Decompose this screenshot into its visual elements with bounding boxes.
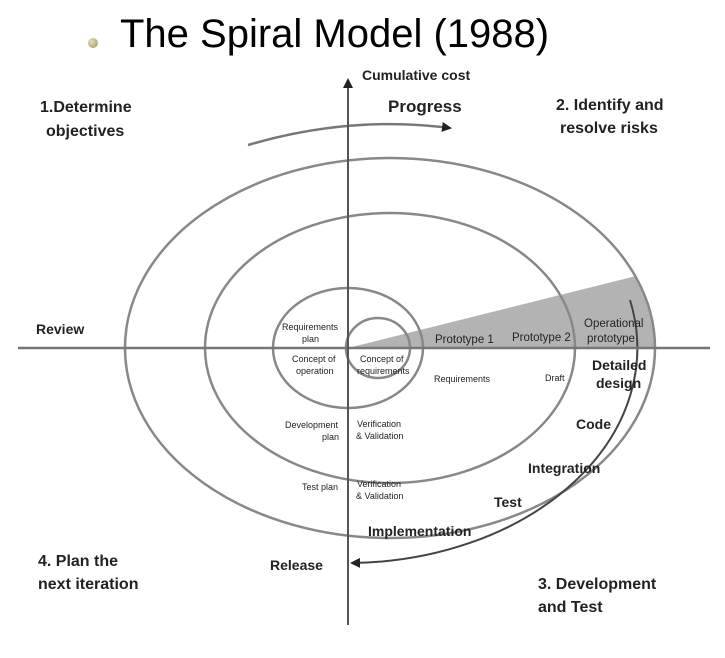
- code-label: Code: [576, 416, 611, 432]
- test-label: Test: [494, 494, 522, 510]
- verification-2-line-1: Verification: [357, 479, 401, 489]
- slide-title: The Spiral Model (1988): [120, 12, 550, 56]
- quadrant-4-line-1: 4. Plan the: [38, 553, 118, 570]
- requirements-plan-line-2: plan: [302, 334, 319, 344]
- operational-prototype-line-2: prototype: [587, 333, 635, 345]
- concept-of-operation-line-1: Concept of: [292, 354, 336, 364]
- detailed-design-line-2: design: [596, 375, 641, 391]
- test-plan-label: Test plan: [302, 482, 338, 492]
- quadrant-1-line-1: 1.Determine: [40, 99, 132, 116]
- quadrant-4-line-2: next iteration: [38, 576, 138, 593]
- prototype-2-label: Prototype 2: [512, 332, 571, 344]
- risk-analysis-wedge: [348, 260, 655, 348]
- title-bullet: [88, 38, 98, 48]
- integration-label: Integration: [528, 460, 600, 476]
- quadrant-3-line-1: 3. Development: [538, 576, 657, 593]
- concept-of-requirements-line-1: Concept of: [360, 354, 404, 364]
- x-axis-label: Review: [36, 321, 84, 337]
- verification-2-line-2: & Validation: [356, 491, 403, 501]
- requirements-label: Requirements: [434, 374, 491, 384]
- quadrant-2-line-1: 2. Identify and: [556, 97, 664, 114]
- release-label: Release: [270, 557, 323, 573]
- implementation-label: Implementation: [368, 523, 471, 539]
- prototype-1-label: Prototype 1: [435, 334, 494, 346]
- quadrant-3-line-2: and Test: [538, 599, 603, 616]
- concept-of-requirements-line-2: requirements: [357, 366, 410, 376]
- progress-label: Progress: [388, 97, 462, 116]
- development-plan-line-2: plan: [322, 432, 339, 442]
- progress-arrow: [247, 122, 452, 147]
- release-arc: [350, 299, 639, 568]
- detailed-design-line-1: Detailed: [592, 357, 646, 373]
- y-axis-label: Cumulative cost: [362, 67, 470, 83]
- concept-of-operation-line-2: operation: [296, 366, 334, 376]
- verification-1-line-1: Verification: [357, 419, 401, 429]
- operational-prototype-line-1: Operational: [584, 318, 643, 330]
- development-plan-line-1: Development: [285, 420, 339, 430]
- verification-1-line-2: & Validation: [356, 431, 403, 441]
- quadrant-2-line-2: resolve risks: [560, 120, 658, 137]
- draft-label: Draft: [545, 373, 565, 383]
- quadrant-1-line-2: objectives: [46, 123, 124, 140]
- requirements-plan-line-1: Requirements: [282, 322, 339, 332]
